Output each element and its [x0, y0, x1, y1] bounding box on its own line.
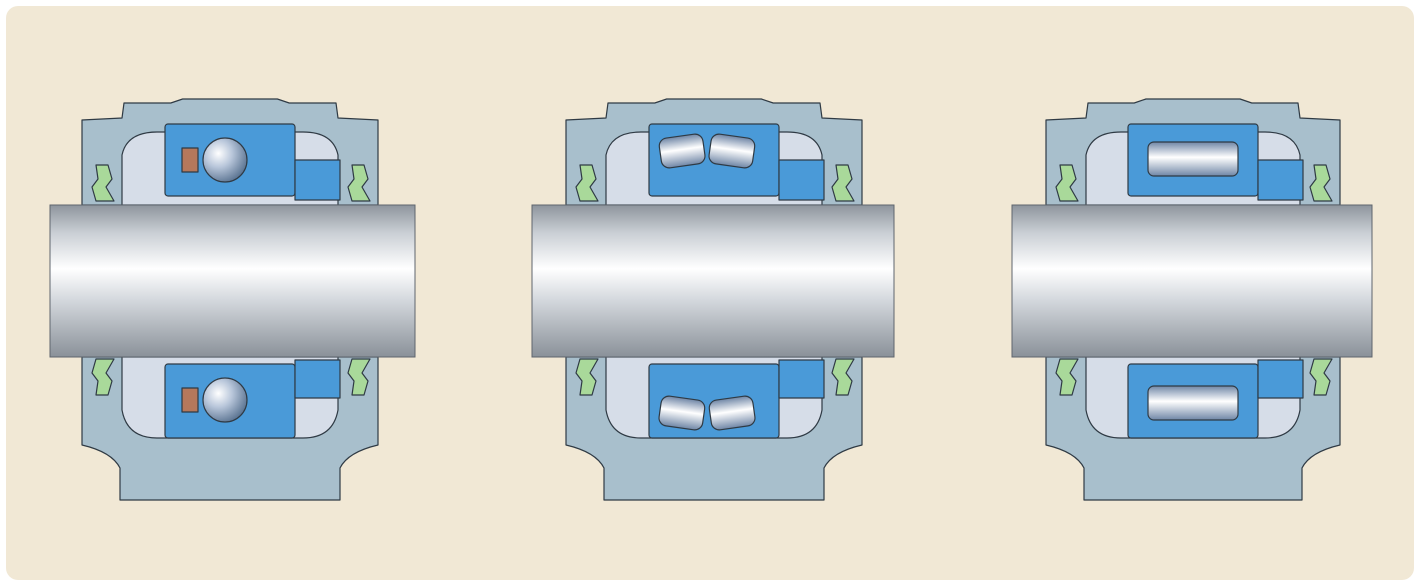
shaft: [49, 204, 416, 358]
seal-lower-0: [1055, 358, 1079, 396]
cylindrical-roller-bearing-unit: [1011, 98, 1373, 501]
cage-lower: [181, 387, 199, 413]
ball-lower: [202, 377, 248, 423]
locking-collar-upper: [294, 159, 341, 201]
seal-lower-1: [347, 358, 371, 396]
roller-lower-1: [708, 395, 756, 431]
seal-upper-0: [91, 164, 115, 202]
roller-upper-0: [658, 133, 706, 169]
seal-upper-1: [1309, 164, 1333, 202]
seal-upper-1: [831, 164, 855, 202]
ball-upper: [202, 137, 248, 183]
roller-upper-1: [708, 133, 756, 169]
cage-upper: [181, 147, 199, 173]
roller-lower-0: [658, 395, 706, 431]
locking-collar-lower: [778, 359, 825, 399]
locking-collar-lower: [1257, 359, 1304, 399]
locking-collar-upper: [1257, 159, 1304, 201]
roller-lower: [1147, 385, 1239, 421]
seal-upper-0: [575, 164, 599, 202]
seal-upper-1: [347, 164, 371, 202]
seal-upper-0: [1055, 164, 1079, 202]
ball-bearing-unit: [49, 98, 416, 501]
spherical-roller-bearing-unit: [531, 98, 895, 501]
shaft: [1011, 204, 1373, 358]
seal-lower-0: [91, 358, 115, 396]
seal-lower-0: [575, 358, 599, 396]
seal-lower-1: [831, 358, 855, 396]
seal-lower-1: [1309, 358, 1333, 396]
roller-upper: [1147, 141, 1239, 177]
shaft: [531, 204, 895, 358]
locking-collar-lower: [294, 359, 341, 399]
locking-collar-upper: [778, 159, 825, 201]
